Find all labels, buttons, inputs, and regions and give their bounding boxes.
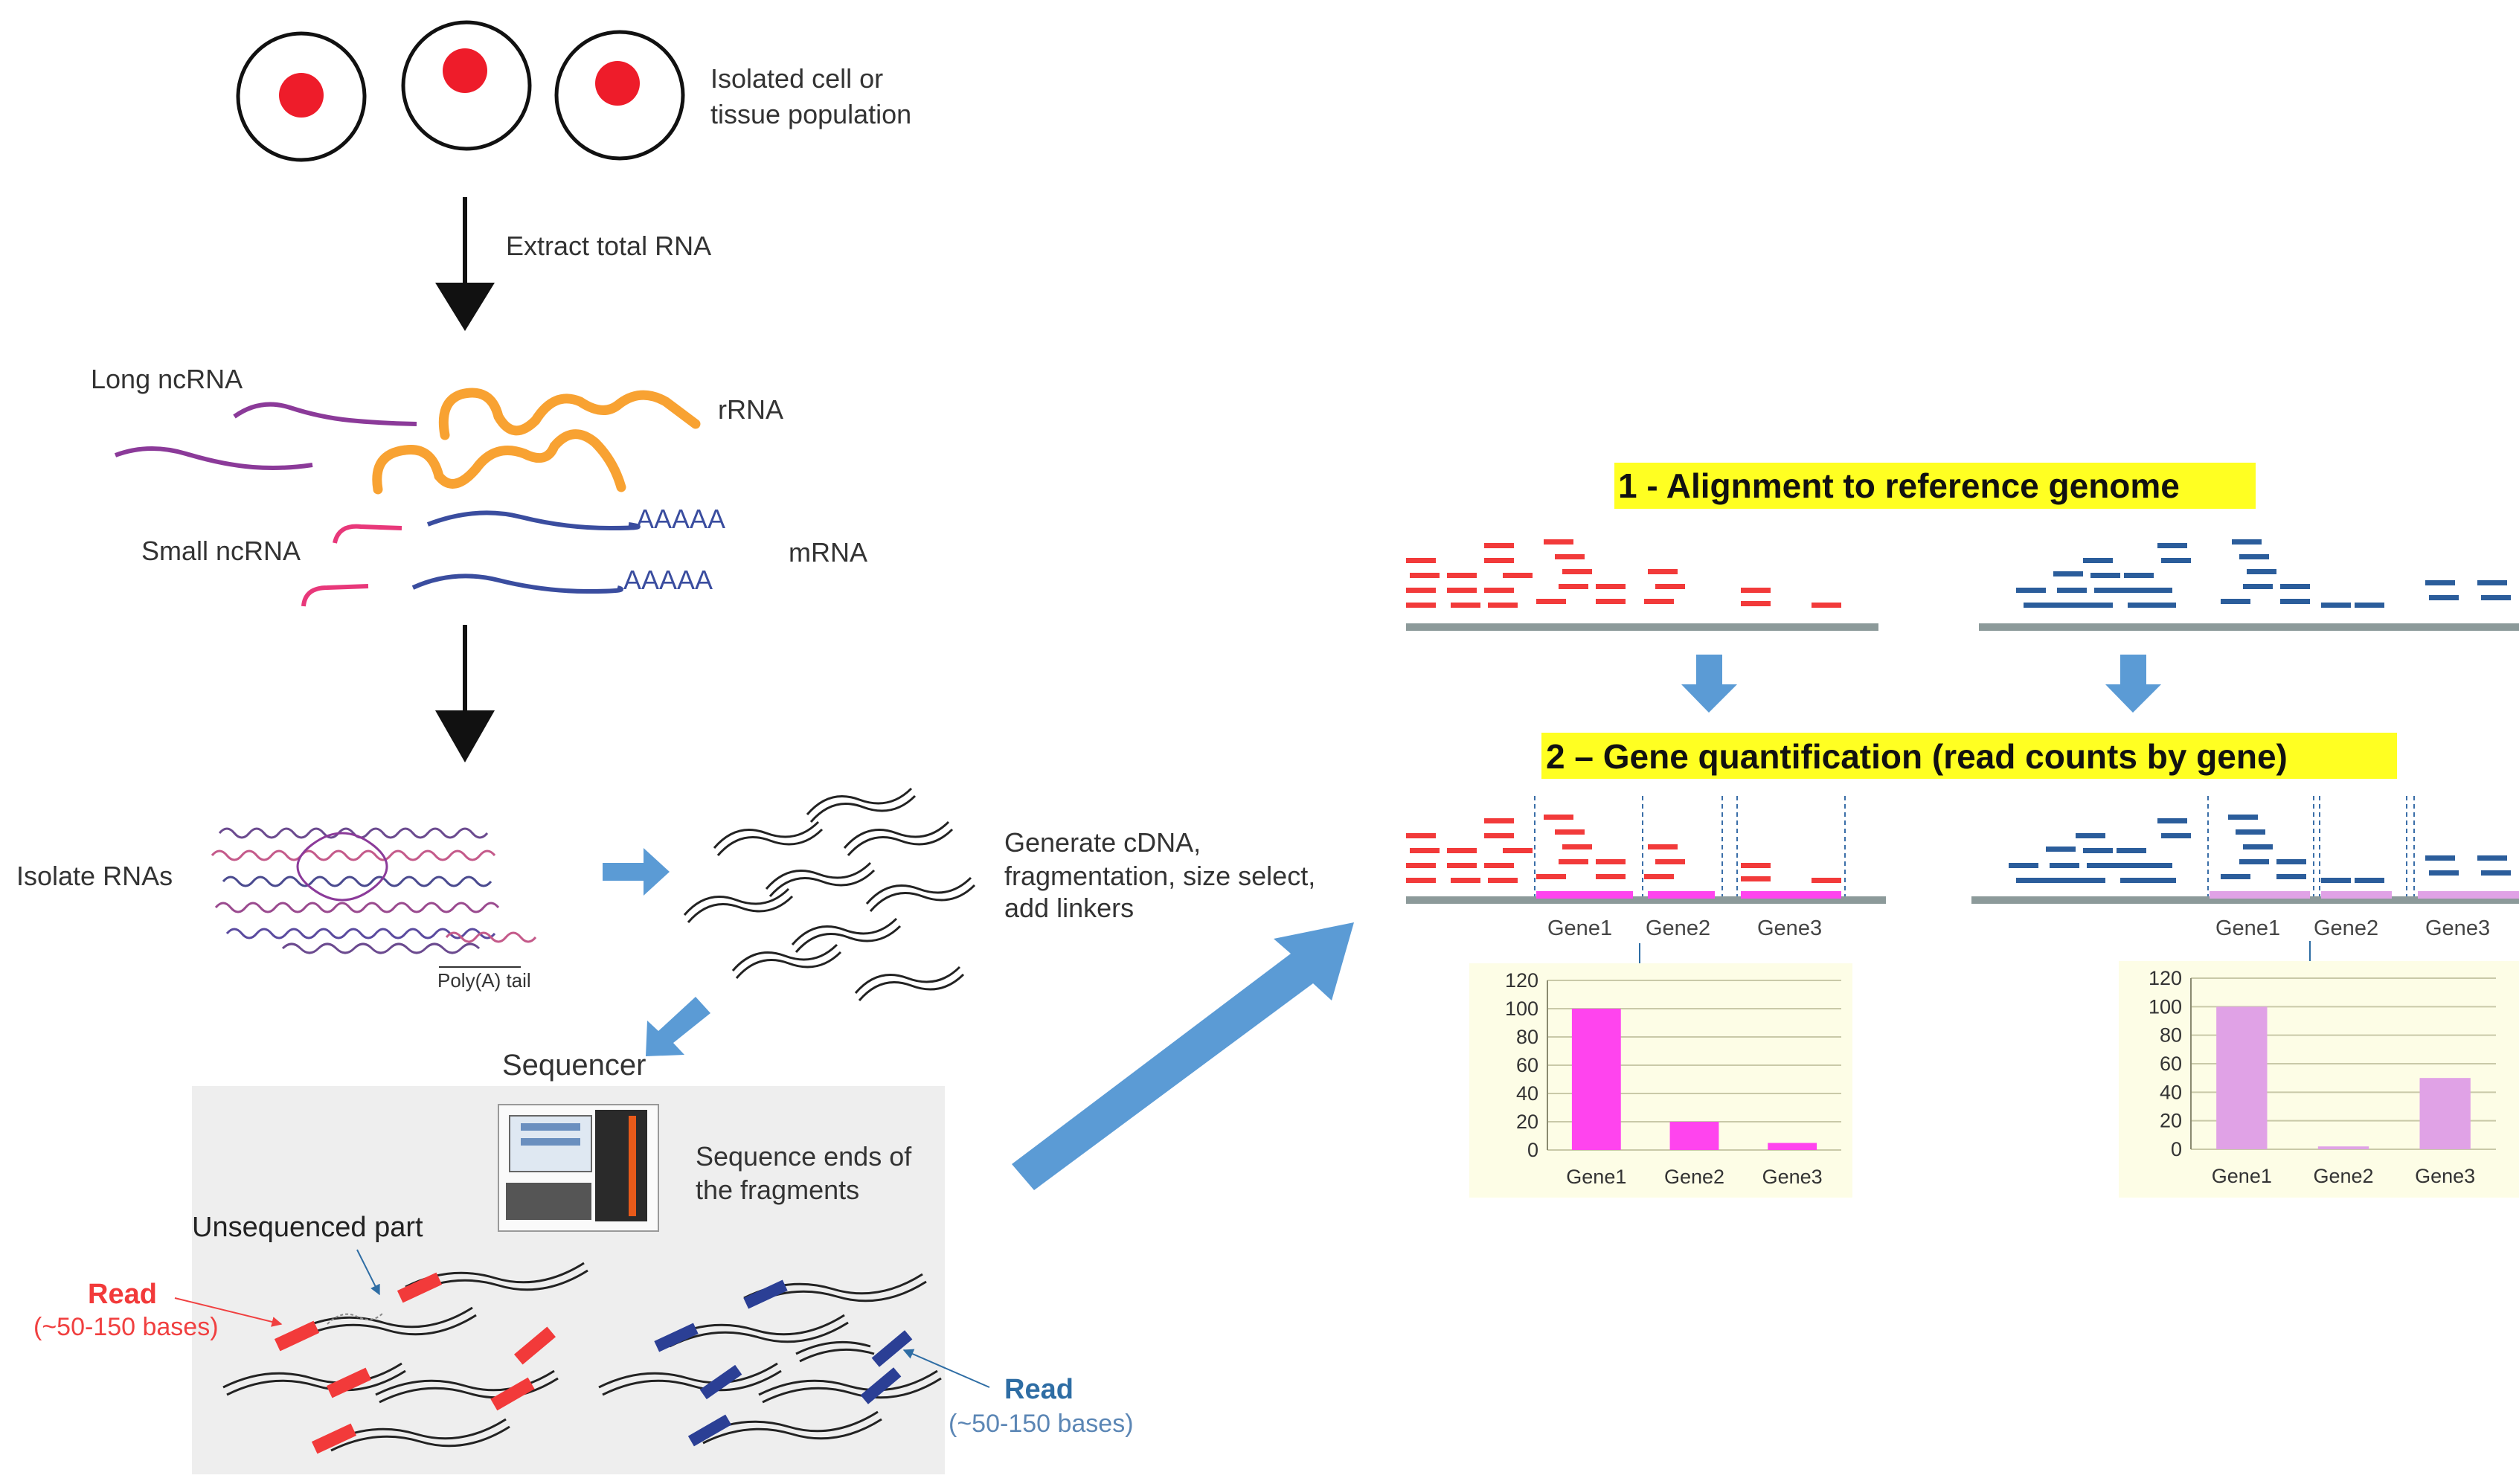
chart-right-xtick-label: Gene2 bbox=[2313, 1165, 2373, 1187]
alignment-left bbox=[1406, 539, 1878, 631]
quantification-left bbox=[1406, 796, 1886, 904]
cdna-label-line3: add linkers bbox=[1004, 893, 1134, 923]
cdna-fragments bbox=[683, 787, 976, 1001]
rrna-strand-1 bbox=[438, 388, 701, 440]
small-ncrna-label: Small ncRNA bbox=[141, 536, 301, 566]
step1-title: 1 - Alignment to reference genome bbox=[1618, 466, 2180, 505]
step2-title: 2 – Gene quantification (read counts by … bbox=[1546, 737, 2288, 776]
rna-tangle bbox=[211, 827, 537, 954]
chart-right-ytick-label: 120 bbox=[2149, 967, 2182, 989]
chart-left-bar-gene3 bbox=[1768, 1143, 1817, 1150]
fragment-arrow bbox=[603, 848, 670, 896]
cell-population bbox=[236, 20, 685, 162]
rrna-label: rRNA bbox=[718, 394, 783, 425]
cell-1-nucleus bbox=[279, 73, 324, 118]
cdna-label-line2: fragmentation, size select, bbox=[1004, 861, 1315, 891]
alignment-right bbox=[1979, 539, 2519, 631]
chart-right-ytick-label: 100 bbox=[2149, 995, 2182, 1018]
chart-left-ytick-label: 120 bbox=[1505, 969, 1538, 992]
mrna-strand-1 bbox=[426, 510, 641, 531]
gene-label-right-3: Gene3 bbox=[2425, 916, 2490, 940]
small-ncrna-strand-1 bbox=[333, 524, 402, 544]
read-left-sub: (~50-150 bases) bbox=[33, 1313, 219, 1341]
read-right-title: Read bbox=[1004, 1374, 1074, 1405]
sequencer-label: Sequencer bbox=[502, 1049, 646, 1082]
chart-right-bar-gene1 bbox=[2216, 1006, 2268, 1149]
unsequenced-label: Unsequenced part bbox=[192, 1212, 423, 1243]
chart-left-background bbox=[1469, 963, 1852, 1198]
read-right-pointer bbox=[902, 1349, 990, 1388]
read-left-title: Read bbox=[88, 1279, 157, 1310]
chart-right-bar-gene3 bbox=[2419, 1078, 2471, 1149]
polya-label-2: AAAAA bbox=[623, 565, 713, 595]
extract-arrow bbox=[435, 197, 495, 331]
gene-label-left-1: Gene1 bbox=[1547, 916, 1612, 940]
seq-ends-label-line1: Sequence ends of bbox=[696, 1141, 912, 1172]
cells-label-line1: Isolated cell or bbox=[710, 63, 883, 94]
chart-right-ytick-label: 0 bbox=[2171, 1138, 2182, 1160]
cells-label-line2: tissue population bbox=[710, 99, 911, 129]
chart-left-ytick-label: 80 bbox=[1516, 1026, 1538, 1048]
mrna-strand-2 bbox=[411, 574, 623, 594]
to-analysis-arrow bbox=[1012, 922, 1354, 1190]
chart-left-bar-gene2 bbox=[1669, 1122, 1719, 1150]
chart-left-ytick-label: 60 bbox=[1516, 1054, 1538, 1076]
small-ncrna-strand-2 bbox=[301, 584, 369, 607]
polya-tail-label: Poly(A) tail bbox=[437, 969, 531, 992]
to-sequencer-arrow bbox=[646, 997, 710, 1056]
long-ncrna-strand-1 bbox=[233, 402, 417, 426]
chart-right-ytick-label: 20 bbox=[2160, 1110, 2182, 1132]
chart-left-ytick-label: 0 bbox=[1527, 1139, 1538, 1161]
chart-right-bar-gene2 bbox=[2317, 1146, 2369, 1149]
chart-right-ytick-label: 60 bbox=[2160, 1053, 2182, 1075]
long-ncrna-label: Long ncRNA bbox=[91, 364, 243, 394]
chart-right-ytick-label: 80 bbox=[2160, 1024, 2182, 1047]
down-arrow-left bbox=[1681, 655, 1737, 713]
chart-right-xtick-label: Gene1 bbox=[2212, 1165, 2272, 1187]
chart-left-ytick-label: 20 bbox=[1516, 1111, 1538, 1133]
step2-highlight bbox=[1541, 733, 2397, 779]
isolate-arrow bbox=[435, 625, 495, 762]
polya-label-1: AAAAA bbox=[636, 504, 725, 534]
chart-left-xtick-label: Gene1 bbox=[1566, 1166, 1626, 1188]
chart-left-xtick-label: Gene3 bbox=[1762, 1166, 1823, 1188]
gene-label-left-3: Gene3 bbox=[1757, 916, 1822, 940]
extract-label: Extract total RNA bbox=[506, 231, 711, 261]
chart-left-ytick-label: 40 bbox=[1516, 1082, 1538, 1105]
unsequenced-pointer bbox=[356, 1249, 380, 1296]
gene-label-left-2: Gene2 bbox=[1646, 916, 1710, 940]
quantification-right bbox=[1971, 796, 2519, 904]
step1-highlight bbox=[1614, 463, 2256, 509]
chart-right-ytick-label: 40 bbox=[2160, 1081, 2182, 1103]
down-arrow-right bbox=[2105, 655, 2161, 713]
cell-3-nucleus bbox=[595, 61, 640, 106]
chart-left-ytick-label: 100 bbox=[1505, 998, 1538, 1020]
blue-fragments bbox=[598, 1273, 942, 1447]
rrna-strand-2 bbox=[372, 429, 626, 495]
sequencer-machine-icon bbox=[498, 1104, 659, 1232]
gene-label-right-1: Gene1 bbox=[2215, 916, 2280, 940]
long-ncrna-strand-2 bbox=[114, 446, 313, 470]
gene-label-right-2: Gene2 bbox=[2314, 916, 2378, 940]
seq-ends-label-line2: the fragments bbox=[696, 1175, 859, 1205]
cell-2-nucleus bbox=[443, 48, 487, 93]
read-left-pointer bbox=[174, 1297, 283, 1327]
chart-left-xtick-label: Gene2 bbox=[1664, 1166, 1724, 1188]
cdna-label-line1: Generate cDNA, bbox=[1004, 827, 1201, 858]
isolate-rnas-label: Isolate RNAs bbox=[16, 861, 173, 891]
chart-left-bar-gene1 bbox=[1571, 1009, 1621, 1150]
chart-right-xtick-label: Gene3 bbox=[2415, 1165, 2475, 1187]
read-right-sub: (~50-150 bases) bbox=[949, 1410, 1134, 1438]
mrna-label: mRNA bbox=[789, 537, 867, 568]
red-fragments bbox=[222, 1262, 588, 1454]
